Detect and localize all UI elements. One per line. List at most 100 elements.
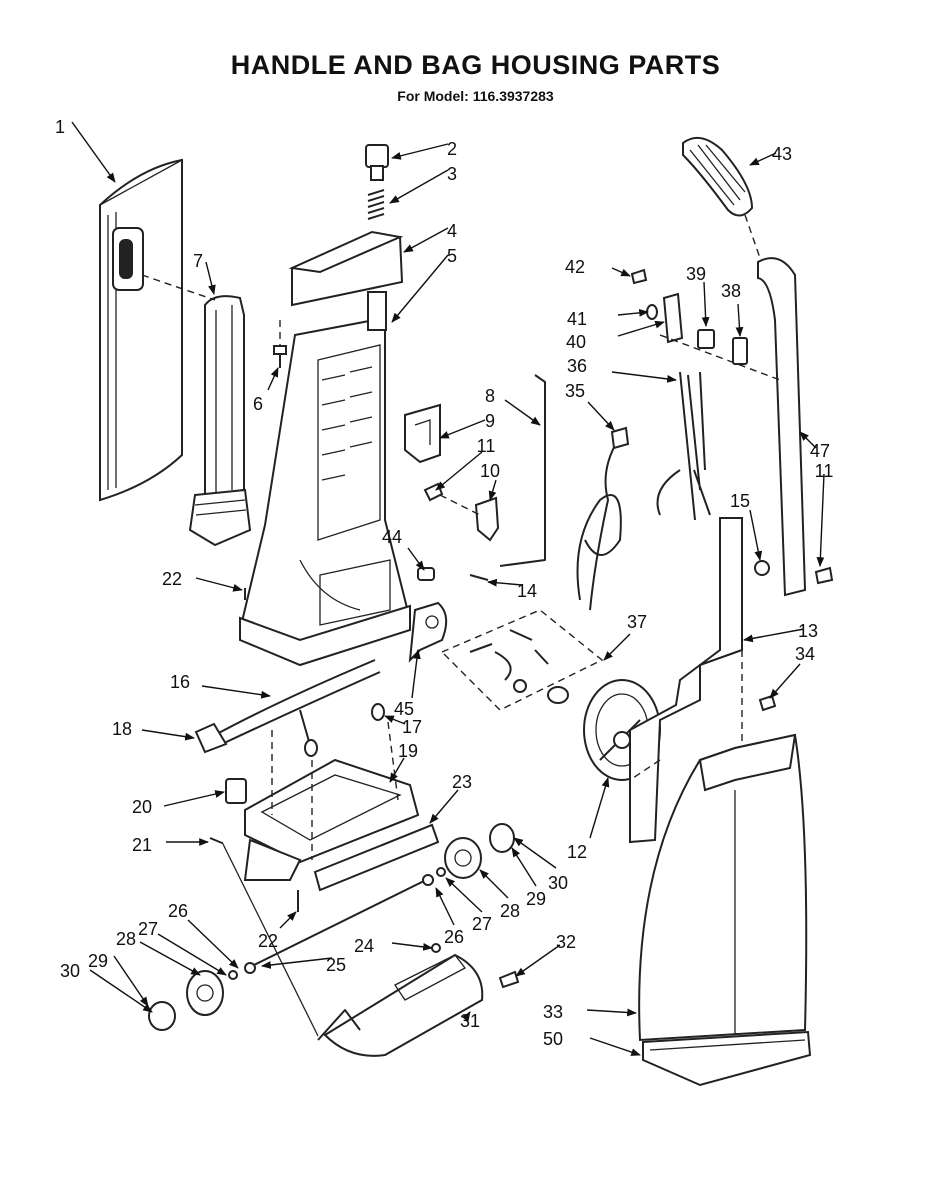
- callout-leader-22: [279, 911, 297, 929]
- callout-leader-23: [429, 789, 459, 824]
- callout-32: 32: [556, 932, 576, 952]
- callout-leader-26: [435, 887, 455, 926]
- switch-part-20: [225, 778, 247, 804]
- spring-part-3: [367, 189, 385, 220]
- callout-9: 9: [485, 411, 495, 431]
- callout-19: 19: [398, 741, 418, 761]
- plug-part-18: [194, 722, 228, 754]
- nozzle-cover-part-31: [317, 953, 484, 1057]
- assembly-guides: [141, 274, 781, 860]
- callout-30: 30: [60, 961, 80, 981]
- callout-43: 43: [772, 144, 792, 164]
- callout-11: 11: [815, 461, 834, 481]
- callout-leader-9: [439, 419, 486, 439]
- model-subtitle: For Model: 116.3937283: [397, 88, 554, 104]
- callout-leader-34: [769, 663, 801, 699]
- callout-leader-29: [511, 847, 537, 887]
- callout-18: 18: [112, 719, 132, 739]
- callout-leader-43: [749, 152, 777, 166]
- screw-part-34: [758, 694, 777, 712]
- callout-leader-36: [611, 371, 677, 383]
- wheel-part-28-right: [444, 837, 482, 879]
- switch-part-39: [697, 329, 715, 349]
- callout-5: 5: [447, 246, 457, 266]
- pin-part-14: [469, 574, 489, 581]
- callout-leader-44: [407, 547, 425, 571]
- callout-40: 40: [566, 332, 586, 352]
- callout-leader-25: [261, 957, 333, 969]
- knob-part-15: [754, 560, 770, 576]
- callout-leader-13: [743, 628, 805, 643]
- knob-part-2: [365, 144, 389, 181]
- grip-part-43: [682, 136, 754, 217]
- callout-leader-12: [589, 777, 610, 839]
- screw-part-32: [498, 970, 520, 989]
- callout-leader-19: [389, 757, 405, 783]
- callout-leader-2: [391, 143, 449, 160]
- callout-10: 10: [480, 461, 500, 481]
- callout-37: 37: [627, 612, 647, 632]
- bulb-part-17: [304, 703, 385, 757]
- callout-leader-39: [701, 281, 710, 327]
- callout-34: 34: [795, 644, 815, 664]
- callout-39: 39: [686, 264, 706, 284]
- callout-7: 7: [193, 251, 203, 271]
- callout-leader-31: [461, 1011, 471, 1022]
- callout-29: 29: [88, 951, 108, 971]
- callout-leader-22: [195, 577, 243, 592]
- callout-leader-50: [589, 1037, 641, 1056]
- bag-housing-part-33: [638, 733, 808, 1042]
- callout-27: 27: [472, 914, 492, 934]
- callout-33: 33: [543, 1002, 563, 1022]
- callout-42: 42: [565, 257, 585, 277]
- callout-14: 14: [517, 581, 537, 601]
- callout-47: 47: [810, 441, 830, 461]
- callout-leader-42: [611, 267, 631, 277]
- screw-part-6: [273, 345, 287, 368]
- callout-8: 8: [485, 386, 495, 406]
- power-cord-part-35: [576, 426, 630, 611]
- bracket-kit-part-37: [440, 609, 604, 711]
- callout-11: 11: [477, 436, 496, 456]
- callout-leader-8: [504, 399, 541, 426]
- clip-part-10: [474, 496, 500, 542]
- bag-adapter-part-7: [188, 295, 252, 547]
- callout-leader-35: [587, 401, 615, 431]
- callout-50: 50: [543, 1029, 563, 1049]
- callout-26: 26: [444, 927, 464, 947]
- callout-29: 29: [526, 889, 546, 909]
- callout-leader-17: [384, 715, 406, 725]
- wiring-part-36: [656, 371, 711, 521]
- callout-21: 21: [132, 835, 152, 855]
- handle-cap-part-4: [288, 230, 404, 307]
- callout-leader-28: [139, 941, 201, 976]
- pivot-line: [221, 841, 319, 1037]
- callout-23: 23: [452, 772, 472, 792]
- callout-leader-14: [487, 578, 523, 587]
- callout-45: 45: [394, 699, 414, 719]
- hubcap-part-30-left: [148, 1001, 176, 1031]
- button-part-41: [646, 304, 658, 320]
- callout-leader-30: [89, 969, 153, 1013]
- screw-part-21: [209, 837, 223, 844]
- wire-harness-part-16: [214, 659, 381, 746]
- callout-leader-30: [513, 837, 557, 869]
- callout-leader-38: [735, 303, 744, 337]
- callout-31: 31: [460, 1011, 480, 1031]
- screw-part-11b: [814, 566, 834, 585]
- callout-6: 6: [253, 394, 263, 414]
- callout-leader-11: [435, 451, 483, 491]
- callout-20: 20: [132, 797, 152, 817]
- callout-leader-47: [799, 431, 817, 449]
- callout-24: 24: [354, 936, 374, 956]
- switch-plate-part-40: [662, 292, 684, 344]
- callout-38: 38: [721, 281, 741, 301]
- callout-leader-37: [603, 633, 631, 661]
- foot-bracket: [243, 838, 302, 881]
- callout-leader-41: [617, 308, 649, 317]
- callout-36: 36: [567, 356, 587, 376]
- callout-leader-11: [816, 473, 825, 567]
- axle-part-25: [247, 877, 431, 969]
- callout-leader-40: [617, 320, 665, 337]
- housing-part-19: [244, 758, 420, 864]
